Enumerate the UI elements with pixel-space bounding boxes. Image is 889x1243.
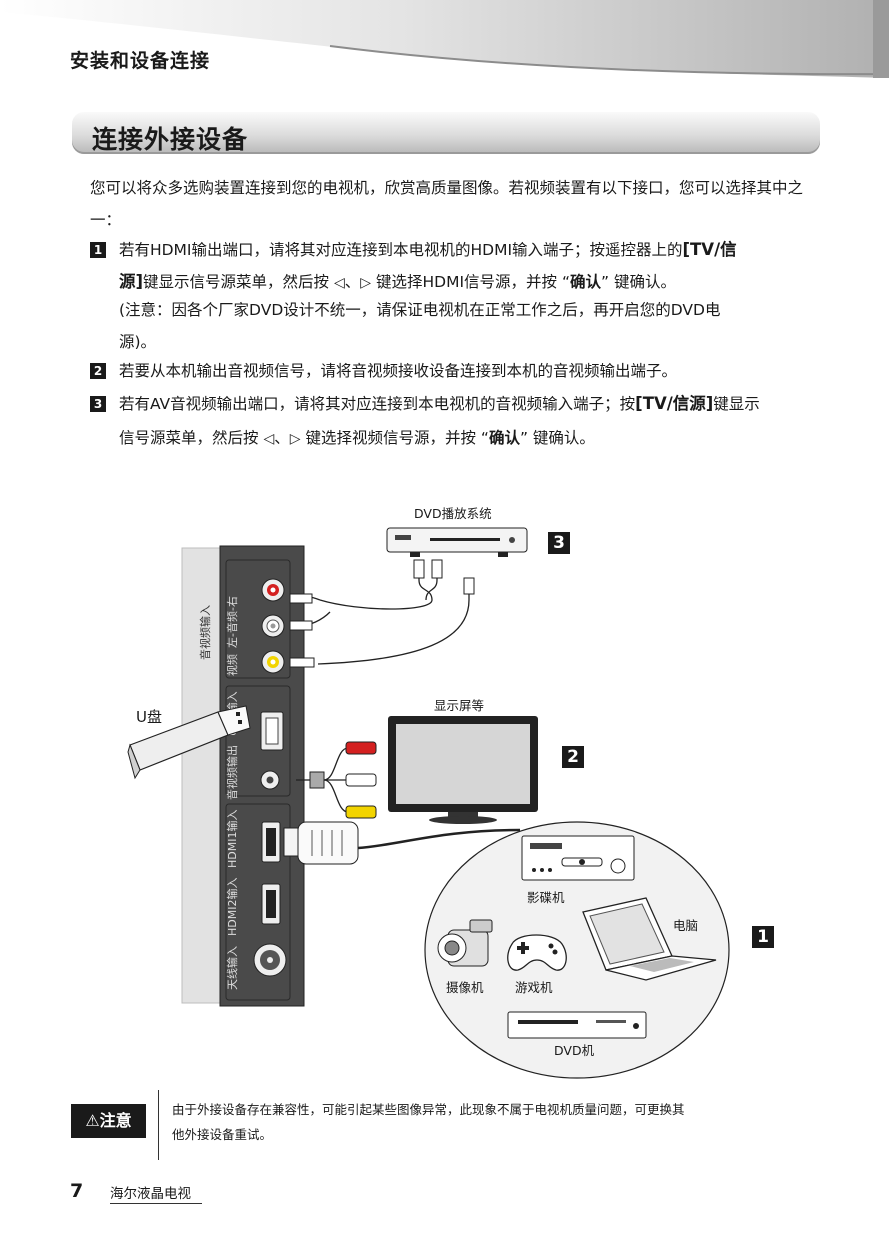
item-1-note-line2: 源)。 — [119, 333, 157, 351]
item-1-key2: 源] — [119, 272, 144, 291]
item-1-line2c: ” 键确认。 — [601, 273, 676, 291]
item-3: 3 若有AV音视频输出端口，请将其对应连接到本电视机的音视频输入端子；按[TV/… — [90, 388, 825, 420]
panel-label-hdmi1: HDMI1输入 — [225, 810, 239, 868]
label-dvd: DVD机 — [554, 1043, 595, 1058]
item-2-text: 若要从本机输出音视频信号，请将音视频接收设备连接到本机的音视频输出端子。 — [118, 362, 677, 380]
caution-badge: ⚠注意 — [71, 1104, 146, 1138]
intro-text: 您可以将众多选购装置连接到您的电视机，欣赏高质量图像。若视频装置有以下接口，您可… — [90, 179, 804, 229]
caution-text: 由于外接设备存在兼容性，可能引起某些图像异常，此现象不属于电视机质量问题，可更换… — [172, 1097, 752, 1147]
panel-label-video: 视频 — [225, 654, 239, 676]
item-3-key: [TV/信源] — [635, 394, 714, 413]
caution-divider — [158, 1090, 159, 1160]
source-devices-circle — [424, 821, 730, 1079]
footer-underline — [110, 1203, 202, 1204]
step-marker-3: 3 — [548, 532, 570, 554]
item-1-confirm: 确认 — [570, 273, 602, 291]
dvd-system — [386, 527, 528, 557]
item-3-confirm: 确认 — [488, 429, 520, 447]
camcorder — [437, 919, 493, 967]
item-3-line2c: ” 键确认。 — [519, 429, 595, 447]
item-1-cont: 源]键显示信号源菜单，然后按 ◁、▷ 键选择HDMI信号源，并按 “确认” 键确… — [119, 266, 819, 299]
step-marker-1: 1 — [752, 926, 774, 948]
dvd-player — [507, 1011, 647, 1039]
item-1-note: (注意：因各个厂家DVD设计不统一，请保证电视机在正常工作之后，再开启您的DVD… — [119, 294, 819, 358]
caution-line-2: 他外接设备重试。 — [172, 1127, 273, 1142]
separator: 、 — [344, 273, 361, 291]
panel-label-hdmi2: HDMI2输入 — [225, 878, 239, 936]
warning-triangle-icon: ⚠ — [85, 1111, 100, 1130]
item-number-3: 3 — [90, 396, 106, 412]
item-1-line2a: 键显示信号源菜单，然后按 — [143, 273, 330, 291]
panel-label-lr: 左-音频-右 — [225, 596, 239, 648]
label-display: 显示屏等 — [434, 698, 484, 713]
left-arrow-icon: ◁ — [334, 275, 345, 291]
left-arrow-icon: ◁ — [263, 431, 275, 447]
item-3-cont: 信号源菜单，然后按 ◁、▷ 键选择视频信号源，并按 “确认” 键确认。 — [119, 422, 819, 455]
header-swoosh — [0, 0, 889, 78]
item-1-note-line1: (注意：因各个厂家DVD设计不统一，请保证电视机在正常工作之后，再开启您的DVD… — [119, 301, 721, 319]
item-2: 2 若要从本机输出音视频信号，请将音视频接收设备连接到本机的音视频输出端子。 — [90, 355, 820, 387]
item-1-line2b: 键选择HDMI信号源，并按 “ — [376, 273, 571, 291]
step-marker-2: 2 — [562, 746, 584, 768]
rca-jack-white — [261, 614, 285, 638]
laptop — [582, 897, 717, 981]
footer-brand: 海尔液晶电视 — [110, 1186, 191, 1202]
right-arrow-icon: ▷ — [360, 275, 372, 291]
label-computer: 电脑 — [673, 918, 698, 933]
item-number-1: 1 — [90, 242, 106, 258]
separator: 、 — [274, 429, 290, 447]
rca-jack-yellow — [261, 650, 285, 674]
item-3-line1: 若有AV音视频输出端口，请将其对应连接到本电视机的音视频输入端子；按 — [118, 395, 636, 413]
label-dvd-system: DVD播放系统 — [414, 506, 492, 521]
panel-label-antenna: 天线输入 — [225, 946, 239, 990]
hdmi-cable — [283, 821, 521, 865]
page-number: 7 — [70, 1180, 84, 1202]
right-arrow-icon: ▷ — [289, 431, 301, 447]
item-3-line2a: 信号源菜单，然后按 — [119, 429, 259, 447]
item-1-line1: 若有HDMI输出端口，请将其对应连接到本电视机的HDMI输入端子；按遥控器上的 — [118, 241, 683, 259]
caution-label: 注意 — [99, 1111, 132, 1130]
item-1: 1 若有HDMI输出端口，请将其对应连接到本电视机的HDMI输入端子；按遥控器上… — [90, 234, 820, 266]
gamepad — [507, 934, 567, 971]
item-number-2: 2 — [90, 363, 106, 379]
rca-jack-red — [261, 578, 285, 602]
item-3-line1-end: 键显示 — [713, 395, 760, 413]
section-title-bar — [72, 112, 820, 154]
label-player: 影碟机 — [527, 890, 565, 905]
usb-stick — [127, 705, 251, 780]
intro-paragraph: 您可以将众多选购装置连接到您的电视机，欣赏高质量图像。若视频装置有以下接口，您可… — [90, 172, 810, 236]
caution-line-1: 由于外接设备存在兼容性，可能引起某些图像异常，此现象不属于电视机质量问题，可更换… — [172, 1102, 685, 1117]
label-camcorder: 摄像机 — [446, 980, 484, 995]
panel-label-av-out: 音视频输出 — [225, 745, 239, 800]
item-1-key: [TV/信 — [682, 240, 737, 259]
panel-label-av-in: 音视频输入 — [198, 605, 212, 660]
disc-player — [521, 835, 635, 881]
label-gamepad: 游戏机 — [515, 980, 553, 995]
chapter-title: 安装和设备连接 — [70, 50, 211, 72]
display-monitor — [388, 716, 538, 824]
label-usb: U盘 — [136, 708, 162, 726]
connection-diagram: 音视频输入 左-音频-右 视频 USB输入 音视频输出 HDMI1输入 HDMI… — [127, 506, 730, 1079]
section-title: 连接外接设备 — [92, 125, 249, 154]
item-3-line2b: 键选择视频信号源，并按 “ — [305, 429, 489, 447]
